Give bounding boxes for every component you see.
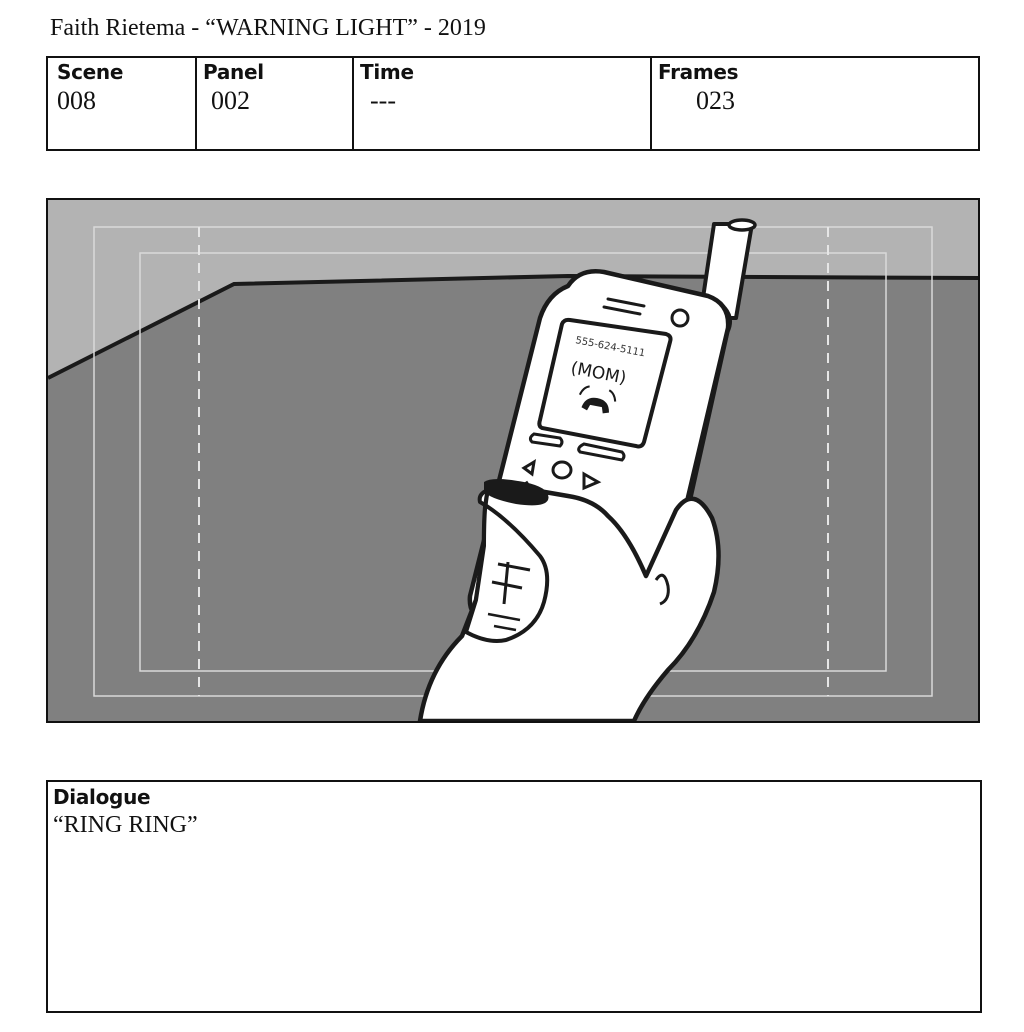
frames-cell: Frames 023 bbox=[652, 58, 978, 149]
dashboard-edge-line bbox=[48, 273, 978, 380]
document-title: Faith Rietema - “WARNING LIGHT” - 2019 bbox=[50, 15, 486, 41]
antenna-tip bbox=[727, 218, 757, 232]
nav-left-arrow-icon bbox=[521, 459, 537, 477]
panel-label: Panel bbox=[203, 60, 264, 84]
frames-value: 023 bbox=[696, 86, 735, 115]
thumbnail bbox=[484, 479, 549, 506]
soft-key-right bbox=[577, 442, 626, 462]
ringing-phone-icon bbox=[578, 385, 617, 414]
time-label: Time bbox=[360, 60, 414, 84]
camera-icon bbox=[670, 308, 690, 328]
speaker-slot-icon bbox=[602, 305, 642, 316]
scene-label: Scene bbox=[57, 60, 124, 84]
nav-right-arrow-icon bbox=[582, 471, 602, 491]
phone-screen bbox=[537, 317, 673, 449]
dialogue-label: Dialogue bbox=[53, 785, 151, 809]
panel-value: 002 bbox=[211, 86, 250, 115]
knuckle-lines bbox=[491, 561, 531, 605]
phone-side-edge bbox=[670, 294, 732, 585]
speaker-slot-icon bbox=[606, 297, 646, 308]
time-cell: Time --- bbox=[354, 58, 652, 149]
dialogue-box: Dialogue “RING RING” bbox=[46, 780, 982, 1013]
scene-value: 008 bbox=[57, 86, 96, 115]
frames-label: Frames bbox=[658, 60, 739, 84]
storyboard-panel: 555-624-5111 (MOM) bbox=[46, 198, 980, 723]
soft-key-left bbox=[528, 432, 564, 448]
panel-cell: Panel 002 bbox=[197, 58, 354, 149]
panel-illustration: 555-624-5111 (MOM) bbox=[48, 200, 978, 721]
dialogue-text: “RING RING” bbox=[53, 812, 198, 838]
time-value: --- bbox=[370, 86, 396, 115]
shot-info-table: Scene 008 Panel 002 Time --- Frames 023 bbox=[46, 56, 980, 151]
nav-select-button bbox=[551, 460, 573, 480]
scene-cell: Scene 008 bbox=[48, 58, 197, 149]
index-finger-edge bbox=[654, 573, 670, 606]
finger-crease-lines bbox=[487, 612, 521, 632]
